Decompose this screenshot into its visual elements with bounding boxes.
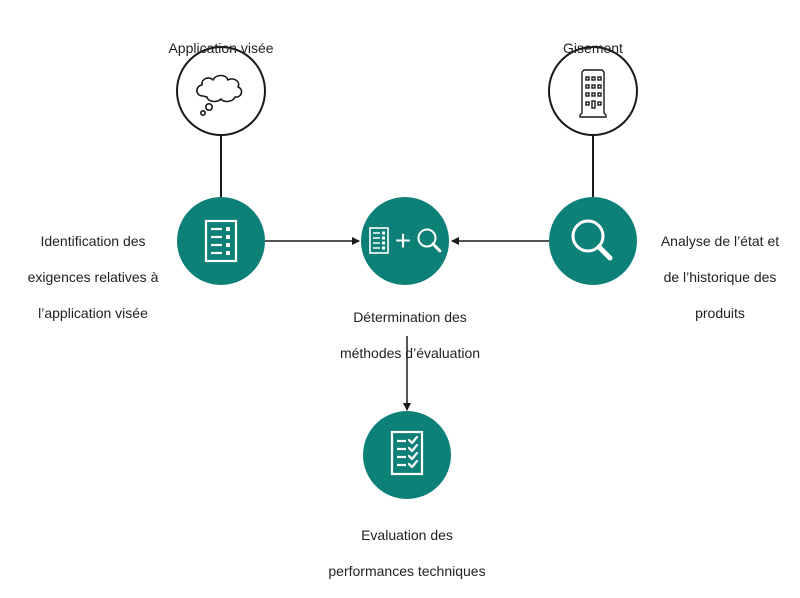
step-label-evaluation: Evaluation des performances techniques [307,508,507,598]
small-magnifier-icon [417,228,442,253]
building-icon [579,69,607,118]
checklist-icon [204,219,238,263]
label-line: méthodes d’évaluation [339,345,481,361]
title-text: Gisement [563,40,623,56]
step-label-analyse: Analyse de l’état et de l’historique des… [640,214,800,340]
node-title-gisement: Gisement [533,21,653,75]
label-line: produits [695,305,745,321]
step-label-determination: Détermination des méthodes d’évaluation [320,290,500,380]
title-text: Application visée [168,40,274,56]
label-line: Détermination des [353,309,467,325]
checklist-plus-magnifier-icon: + [369,225,442,256]
label-line: performances techniques [328,563,486,579]
node-title-application: Application visée [141,21,301,75]
node-identification [177,197,265,285]
process-diagram: + [176,46,638,499]
magnifier-icon [571,219,613,261]
label-line: de l’historique des [663,269,777,285]
small-checklist-icon [369,227,389,254]
checklist-checked-icon [390,430,424,476]
label-line: Evaluation des [361,527,453,543]
node-gisement [548,46,638,136]
node-determination: + [361,197,449,285]
step-label-identification: Identification des exigences relatives à… [18,214,168,340]
label-line: exigences relatives à [27,269,159,285]
node-application [176,46,266,136]
plus-symbol: + [395,225,411,256]
node-analyse [549,197,637,285]
thought-cloud-icon [196,74,243,117]
label-line: Identification des [40,233,146,249]
label-line: l’application visée [38,305,148,321]
label-line: Analyse de l’état et [660,233,780,249]
node-evaluation [363,411,451,499]
